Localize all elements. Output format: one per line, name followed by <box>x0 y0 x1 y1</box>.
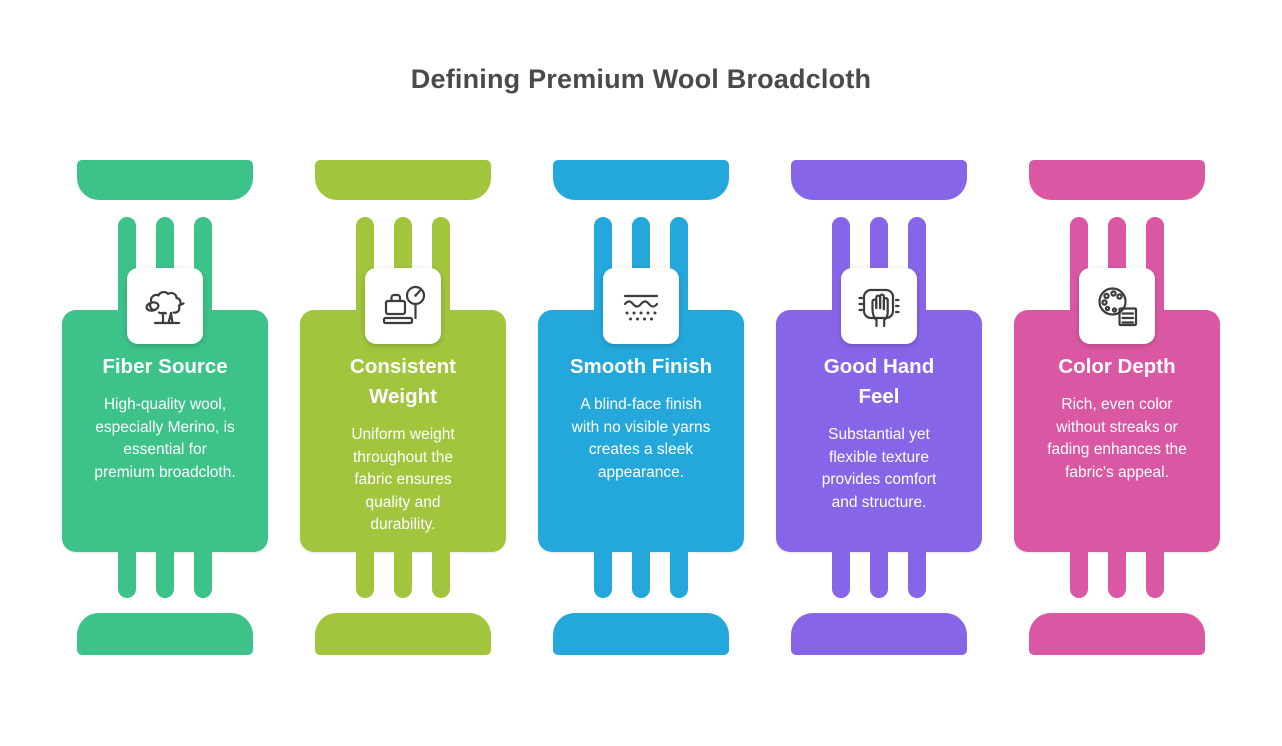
card-description: A blind-face finish with no visible yarn… <box>571 396 711 481</box>
spool-bottom-bar <box>315 613 491 655</box>
prong <box>394 552 412 598</box>
column-smooth-finish: Smooth Finish A blind-face finish with n… <box>538 160 744 655</box>
prong <box>432 552 450 598</box>
weight-scale-icon <box>382 285 426 325</box>
info-card: Consistent Weight Uniform weight through… <box>300 310 506 552</box>
bottom-prongs <box>594 552 688 598</box>
prong <box>908 552 926 598</box>
prong <box>356 552 374 598</box>
prong <box>118 552 136 598</box>
info-card: Color Depth Rich, even color without str… <box>1014 310 1220 552</box>
prong <box>670 552 688 598</box>
prong <box>1108 552 1126 598</box>
smooth-surface-icon <box>623 294 659 321</box>
prong <box>156 552 174 598</box>
column-consistent-weight: Consistent Weight Uniform weight through… <box>300 160 506 655</box>
icon-badge <box>603 268 679 344</box>
prong <box>194 552 212 598</box>
icon-badge <box>127 268 203 344</box>
page-title: Defining Premium Wool Broadcloth <box>410 64 872 94</box>
sheep-icon <box>145 291 185 325</box>
icon-badge <box>365 268 441 344</box>
prong <box>1070 552 1088 598</box>
column-fiber-source: Fiber Source High-quality wool, especial… <box>62 160 268 655</box>
spool-top-bar <box>77 160 253 200</box>
hand-touch-icon <box>858 288 900 328</box>
info-card: Good Hand Feel Substantial yet flexible … <box>776 310 982 552</box>
bottom-prongs <box>832 552 926 598</box>
prong <box>1146 552 1164 598</box>
card-title: Good Hand Feel <box>823 355 935 408</box>
spool-bottom-bar <box>791 613 967 655</box>
card-description: Uniform weight throughout the fabric ens… <box>351 426 455 533</box>
prong <box>632 552 650 598</box>
icon-badge <box>1079 268 1155 344</box>
spool-bottom-bar <box>77 613 253 655</box>
bottom-prongs <box>356 552 450 598</box>
card-title: Consistent Weight <box>350 355 456 408</box>
spool-top-bar <box>315 160 491 200</box>
column-good-hand-feel: Good Hand Feel Substantial yet flexible … <box>776 160 982 655</box>
card-description: High-quality wool, especially Merino, is… <box>94 396 236 481</box>
info-card: Fiber Source High-quality wool, especial… <box>62 310 268 552</box>
icon-badge <box>841 268 917 344</box>
spool-bottom-bar <box>553 613 729 655</box>
spool-top-bar <box>791 160 967 200</box>
prong <box>832 552 850 598</box>
spool-top-bar <box>1029 160 1205 200</box>
prong <box>594 552 612 598</box>
card-description: Substantial yet flexible texture provide… <box>821 426 937 511</box>
card-description: Rich, even color without streaks or fadi… <box>1047 396 1187 481</box>
info-card: Smooth Finish A blind-face finish with n… <box>538 310 744 552</box>
prong <box>870 552 888 598</box>
card-columns: Fiber Source High-quality wool, especial… <box>0 160 1282 655</box>
card-title: Smooth Finish <box>569 355 713 378</box>
card-title: Color Depth <box>1058 355 1176 378</box>
spool-bottom-bar <box>1029 613 1205 655</box>
bottom-prongs <box>1070 552 1164 598</box>
card-title: Fiber Source <box>102 355 228 378</box>
spool-top-bar <box>553 160 729 200</box>
column-color-depth: Color Depth Rich, even color without str… <box>1014 160 1220 655</box>
bottom-prongs <box>118 552 212 598</box>
color-palette-icon <box>1098 287 1138 327</box>
